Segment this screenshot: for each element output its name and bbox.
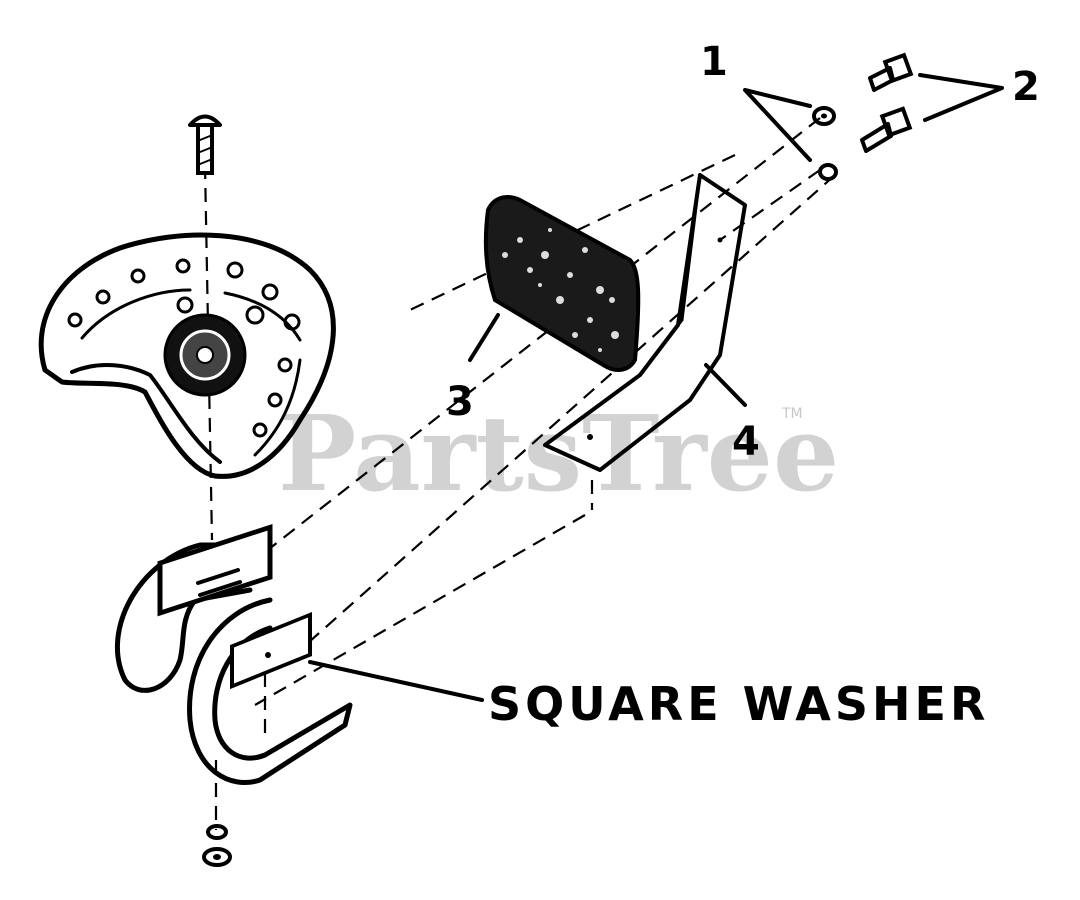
square-washer-label: SQUARE WASHER xyxy=(488,677,989,731)
hex-bolt-upper-icon xyxy=(868,52,914,92)
callout-1: 1 xyxy=(700,39,728,85)
washer-nut-icon xyxy=(812,106,838,181)
leader-lines xyxy=(308,73,1004,702)
backrest-pad-icon xyxy=(483,195,641,372)
watermark-trademark: TM xyxy=(781,406,803,422)
hex-bolt-lower-icon xyxy=(860,106,913,153)
seat-pan-icon xyxy=(38,232,336,479)
seat-spring-bracket-icon xyxy=(114,523,353,785)
callout-3: 3 xyxy=(446,379,474,425)
callout-2: 2 xyxy=(1012,64,1040,110)
carriage-bolt-icon xyxy=(188,114,222,175)
backrest-bracket-icon xyxy=(543,173,747,472)
watermark-text: PartsTree xyxy=(278,392,839,515)
callout-4: 4 xyxy=(732,419,760,465)
bottom-nut-icon xyxy=(202,824,232,867)
